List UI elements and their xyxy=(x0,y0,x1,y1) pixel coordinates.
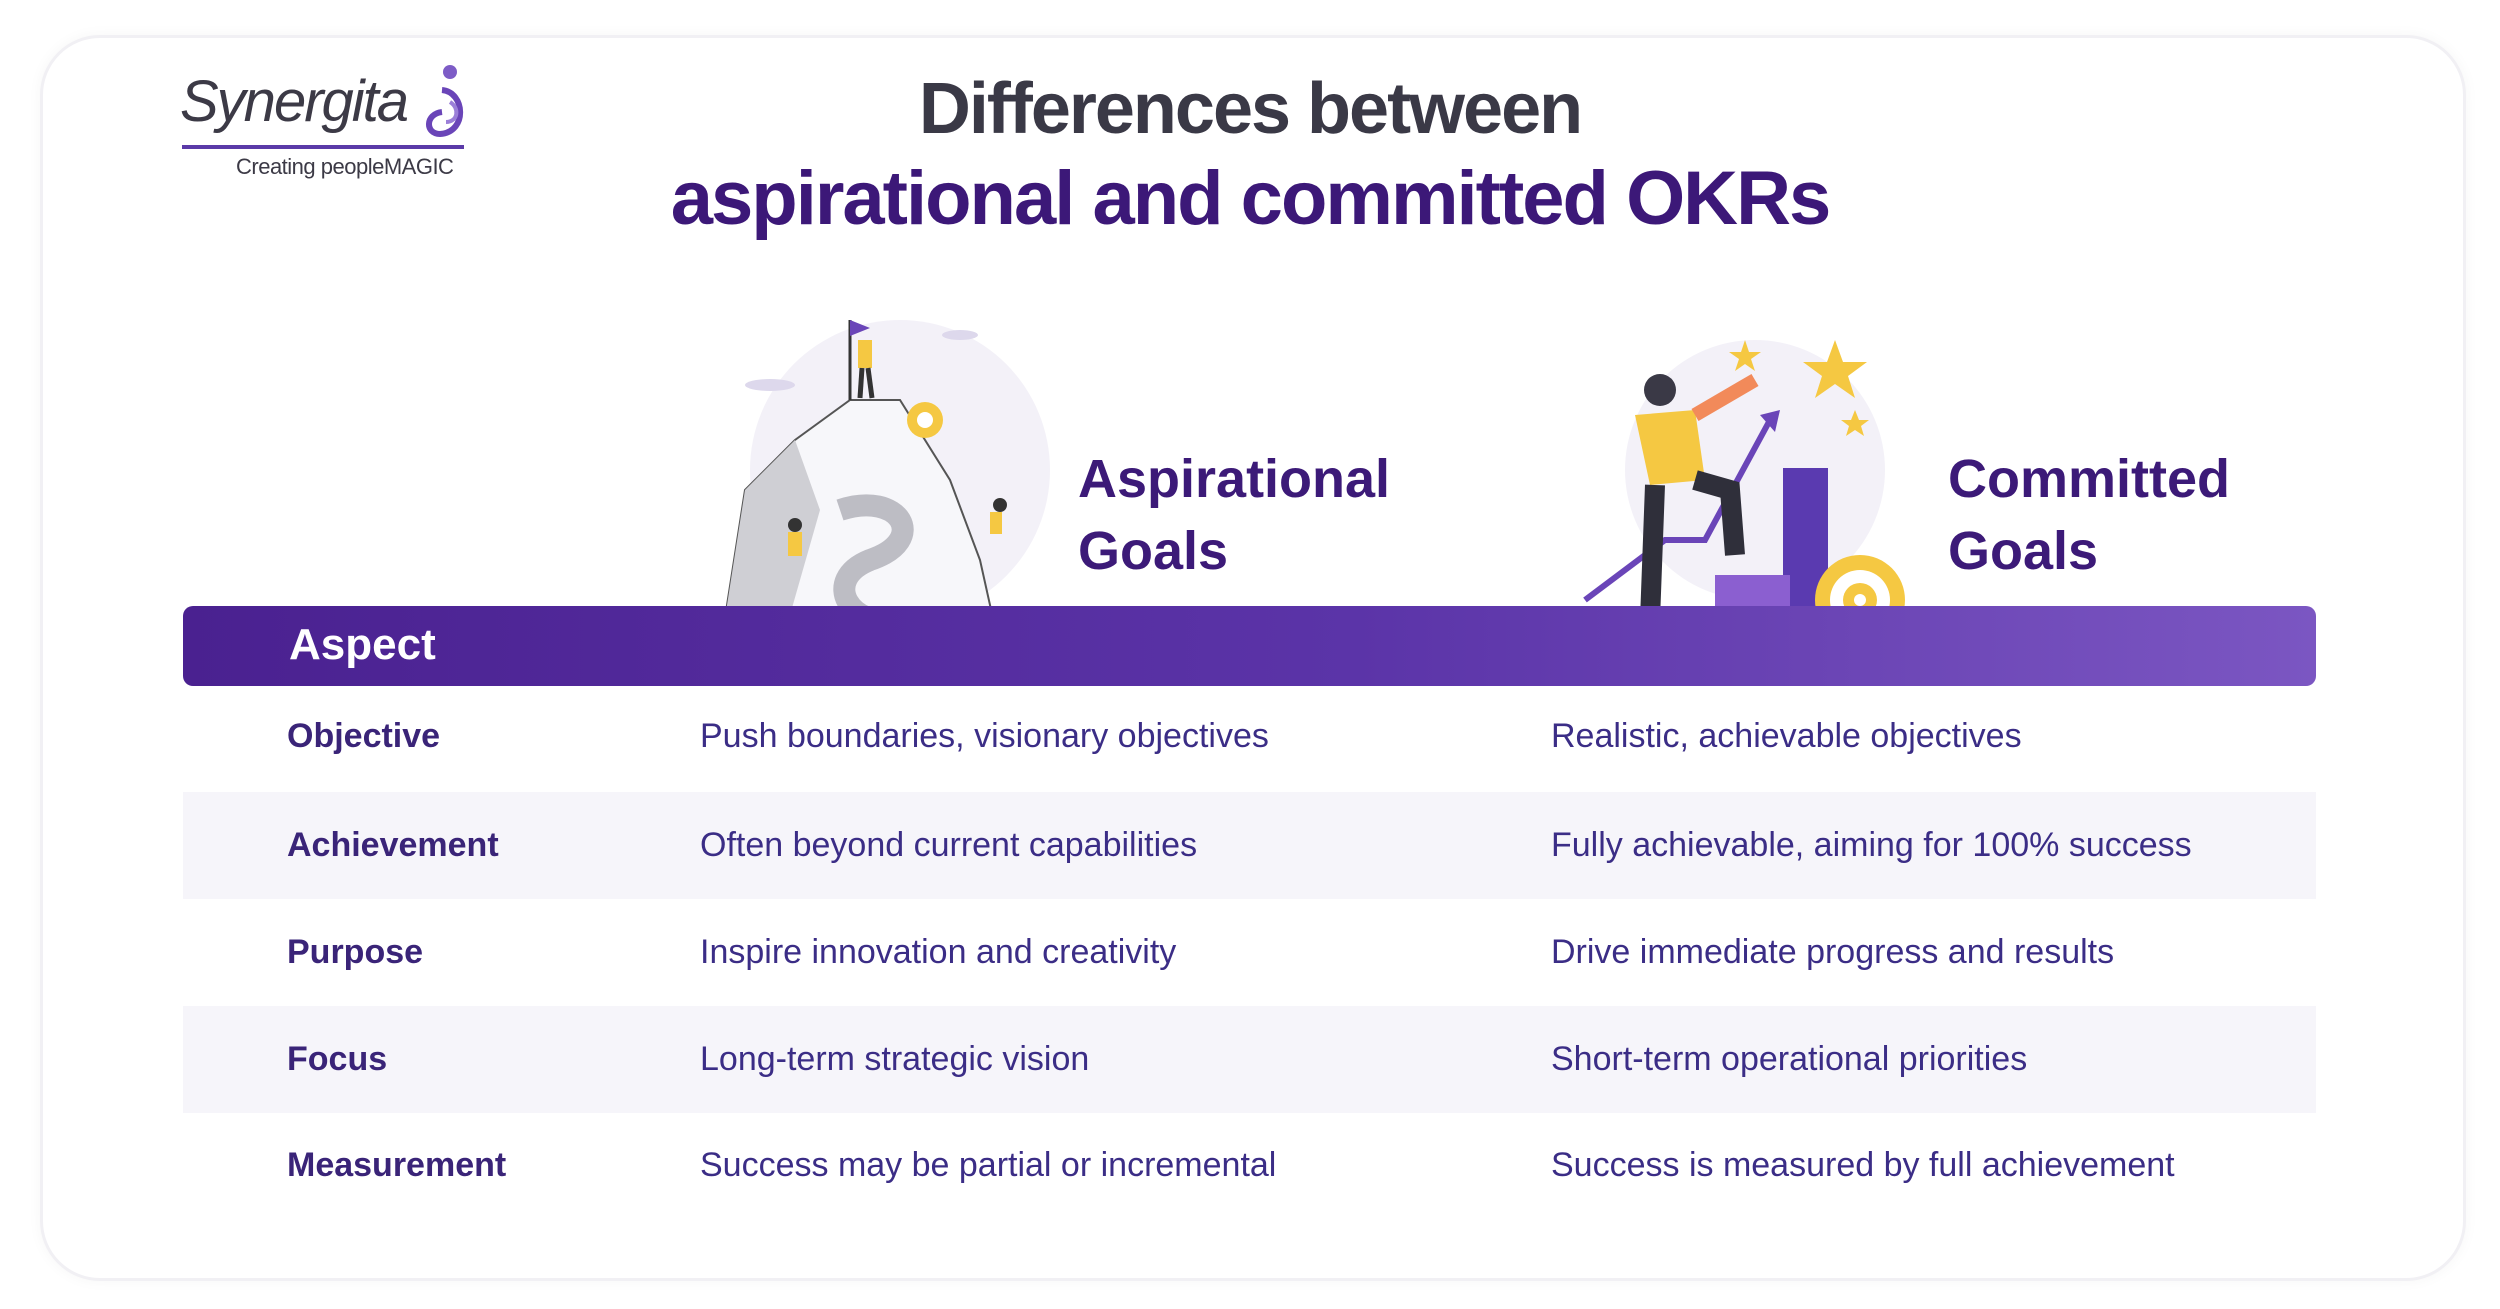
row-aspirational: Long-term strategic vision xyxy=(700,1040,1090,1078)
logo-swirl-icon xyxy=(426,65,464,138)
table-row: Achievement Often beyond current capabil… xyxy=(183,792,2316,899)
row-aspirational: Inspire innovation and creativity xyxy=(700,933,1177,971)
row-aspirational: Push boundaries, visionary objectives xyxy=(700,717,1269,755)
row-aspect: Purpose xyxy=(287,933,424,971)
row-aspect: Measurement xyxy=(287,1146,507,1184)
column-header-committed-line2: Goals xyxy=(1948,521,2099,581)
row-committed: Fully achievable, aiming for 100% succes… xyxy=(1551,826,2192,864)
column-header-committed: Committed Goals xyxy=(1948,443,2230,587)
row-aspect: Focus xyxy=(287,1040,388,1078)
column-header-aspirational-line1: Aspirational xyxy=(1078,449,1391,509)
row-aspect: Achievement xyxy=(287,826,499,864)
page-title-line2: aspirational and committed OKRs xyxy=(670,156,1831,241)
logo-wordmark: Synergita xyxy=(180,69,409,134)
table-header-bar: Aspect xyxy=(183,606,2316,686)
table-row: Purpose Inspire innovation and creativit… xyxy=(183,899,2316,1006)
table-row: Focus Long-term strategic vision Short-t… xyxy=(183,1006,2316,1113)
column-header-committed-line1: Committed xyxy=(1948,449,2230,509)
logo-tagline: Creating peopleMAGIC xyxy=(236,154,454,179)
row-committed: Short-term operational priorities xyxy=(1551,1040,2028,1078)
row-committed: Realistic, achievable objectives xyxy=(1551,717,2022,755)
row-aspect: Objective xyxy=(287,717,441,755)
row-committed: Drive immediate progress and results xyxy=(1551,933,2115,971)
page-title-line1: Differences between xyxy=(918,69,1583,149)
row-aspirational: Success may be partial or incremental xyxy=(700,1146,1277,1184)
row-committed: Success is measured by full achievement xyxy=(1551,1146,2175,1184)
table-row: Objective Push boundaries, visionary obj… xyxy=(183,683,2316,790)
synergita-logo: Synergita Creating peopleMAGIC xyxy=(180,62,470,187)
logo-underline xyxy=(182,145,464,149)
column-header-aspirational-line2: Goals xyxy=(1078,521,1229,581)
column-header-aspirational: Aspirational Goals xyxy=(1078,443,1390,587)
row-aspirational: Often beyond current capabilities xyxy=(700,826,1198,864)
column-header-aspect: Aspect xyxy=(289,620,436,669)
table-row: Measurement Success may be partial or in… xyxy=(183,1112,2316,1219)
